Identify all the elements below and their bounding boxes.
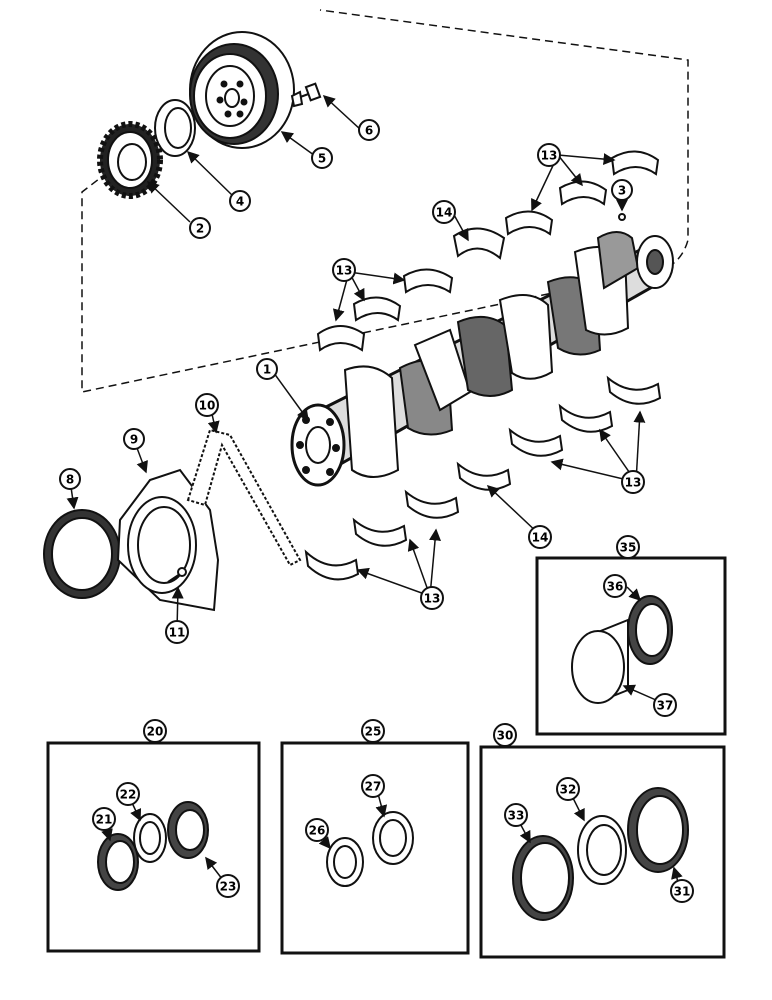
callout-22: 22: [116, 782, 140, 806]
callout-label: 5: [318, 152, 326, 166]
callout-6: 6: [358, 119, 380, 141]
callout-label: 37: [657, 699, 674, 713]
callout-label: 33: [508, 809, 525, 823]
callout-label: 14: [436, 206, 453, 220]
callout-14b: 14: [528, 525, 552, 549]
callout-label: 13: [541, 149, 558, 163]
spacer-ring: [154, 99, 196, 157]
callout-label: 32: [560, 783, 577, 797]
callout-label: 13: [424, 592, 441, 606]
callout-21: 21: [92, 807, 116, 831]
callout-label: 36: [607, 580, 624, 594]
callout-31: 31: [670, 879, 694, 903]
callout-1: 1: [256, 358, 278, 380]
kit-box-25: [280, 741, 470, 955]
callout-label: 22: [120, 788, 137, 802]
callout-8: 8: [59, 468, 81, 490]
plug: [618, 213, 626, 221]
callout-label: 1: [263, 363, 271, 377]
callout-36: 36: [603, 574, 627, 598]
callout-13c: 13: [621, 470, 645, 494]
callout-13d: 13: [420, 586, 444, 610]
callout-label: 35: [620, 541, 637, 555]
callout-3: 3: [611, 179, 633, 201]
callout-label: 21: [96, 813, 113, 827]
kit-35-parts: [571, 595, 673, 704]
callout-2: 2: [189, 217, 211, 239]
rear-seal: [43, 509, 121, 599]
pulley-bolt: [290, 82, 322, 108]
callout-label: 6: [365, 124, 373, 138]
bearing-shells-upper: [316, 150, 660, 352]
callout-23: 23: [216, 874, 240, 898]
housing-screw: [167, 567, 187, 583]
callout-13a: 13: [537, 143, 561, 167]
callout-14a: 14: [432, 200, 456, 224]
callout-26: 26: [305, 818, 329, 842]
callout-9: 9: [123, 428, 145, 450]
callout-label: 23: [220, 880, 237, 894]
callout-label: 9: [130, 433, 138, 447]
callout-label: 26: [309, 824, 326, 838]
callout-11: 11: [165, 620, 189, 644]
kit-30-parts: [512, 787, 689, 921]
callout-label: 10: [199, 399, 216, 413]
kit-25-parts: [326, 811, 414, 887]
callout-label: 31: [674, 885, 691, 899]
callout-label: 11: [169, 626, 186, 640]
callout-label: 2: [196, 222, 204, 236]
crankshaft: [290, 231, 674, 487]
bearing-shells-lower: [304, 375, 662, 581]
callout-30: 30: [493, 723, 517, 747]
callout-37: 37: [653, 693, 677, 717]
callout-33: 33: [504, 803, 528, 827]
callout-label: 25: [365, 725, 382, 739]
callout-20: 20: [143, 719, 167, 743]
callout-label: 20: [147, 725, 164, 739]
kit-box-20: [46, 741, 261, 953]
kit-20-parts: [97, 801, 209, 891]
callout-label: 8: [66, 473, 74, 487]
callout-32: 32: [556, 777, 580, 801]
callout-label: 13: [336, 264, 353, 278]
callout-35: 35: [616, 535, 640, 559]
callout-10: 10: [195, 393, 219, 417]
kit-box-30: [479, 745, 726, 959]
callout-13b: 13: [332, 258, 356, 282]
damper-pulley: [189, 31, 295, 149]
seal-housing: [116, 468, 220, 612]
callout-5: 5: [311, 147, 333, 169]
callout-label: 3: [618, 184, 626, 198]
callout-label: 13: [625, 476, 642, 490]
callout-27: 27: [361, 774, 385, 798]
callout-4: 4: [229, 190, 251, 212]
callout-label: 4: [236, 195, 244, 209]
callout-label: 27: [365, 780, 382, 794]
callout-label: 14: [532, 531, 549, 545]
callout-label: 30: [497, 729, 514, 743]
crankshaft-gear: [97, 121, 163, 199]
callout-25: 25: [361, 719, 385, 743]
